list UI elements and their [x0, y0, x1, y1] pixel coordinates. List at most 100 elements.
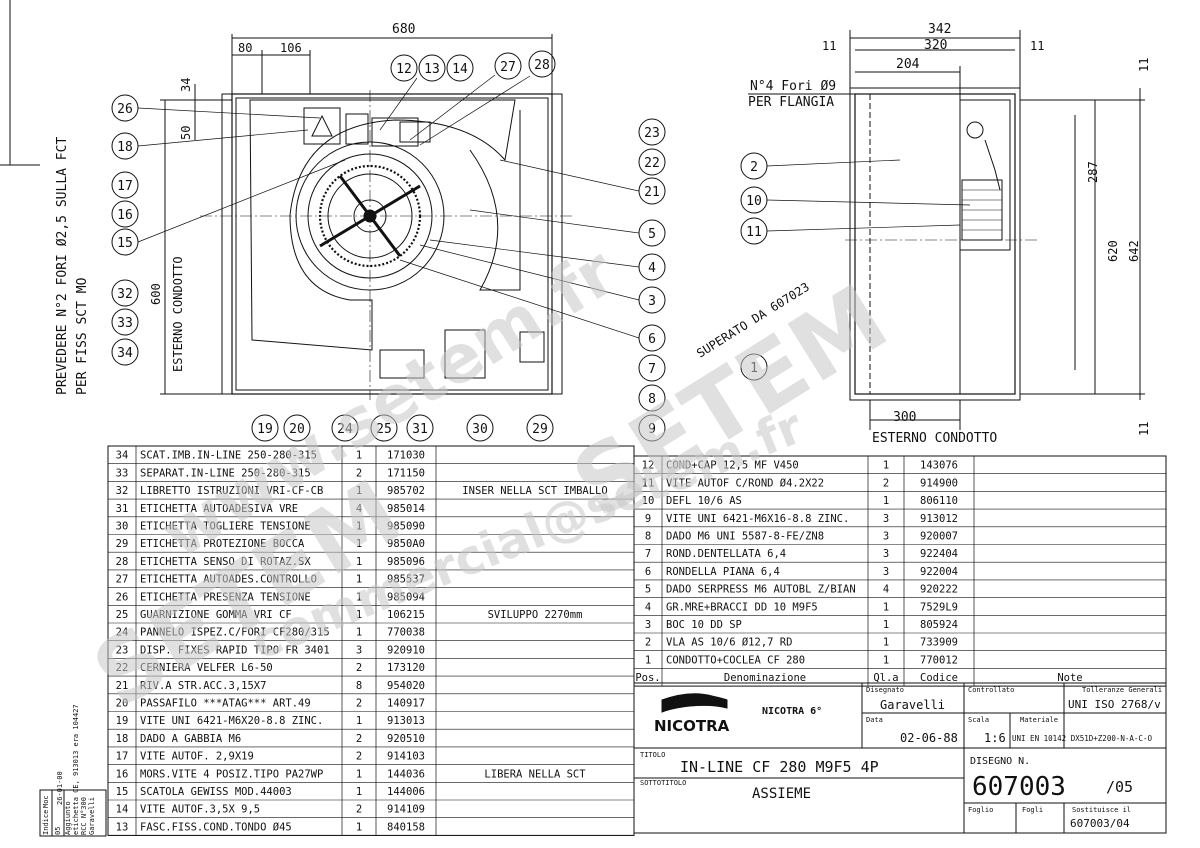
bom-qty: 1 — [356, 786, 362, 798]
drawn-label: Disegnato — [866, 686, 904, 694]
bom-desc: PANNELO ISPEZ.C/FORI CF280/315 — [140, 627, 330, 639]
balloon-25-label: 25 — [376, 422, 392, 437]
bom-qty: 1 — [883, 601, 889, 613]
bom-desc: FASC.FISS.COND.TONDO Ø45 — [140, 821, 292, 833]
bom-header-note: Note — [1057, 672, 1082, 684]
bom-code: 914103 — [387, 751, 425, 763]
balloon-24-label: 24 — [337, 422, 353, 437]
bom-pos: 16 — [116, 768, 129, 780]
revision-index-header: Indice — [42, 810, 50, 835]
bom-desc: DEFL 10/6 AS — [666, 495, 742, 507]
bom-code: 920510 — [387, 733, 425, 745]
bom-pos: 30 — [116, 521, 129, 533]
dim-600: 600 — [149, 283, 163, 305]
balloon-26: 26 — [111, 94, 139, 122]
dim-11-bottom: 11 — [1137, 422, 1151, 436]
bom-code: 914900 — [920, 477, 958, 489]
bom-qty: 2 — [356, 733, 362, 745]
bom-pos: 26 — [116, 591, 129, 603]
balloon-19-label: 19 — [257, 422, 273, 437]
balloon-16: 16 — [111, 200, 139, 228]
bom-pos: 32 — [116, 485, 129, 497]
bom-qty: 2 — [356, 751, 362, 763]
bom-desc: GR.MRE+BRACCI DD 10 M9F5 — [666, 601, 818, 613]
balloon-14-label: 14 — [452, 62, 468, 77]
revision-line-1: Aggiunto — [64, 801, 72, 835]
bom-code: 173120 — [387, 662, 425, 674]
balloon-21: 21 — [638, 177, 666, 205]
bom-code: 913012 — [920, 513, 958, 525]
revision-line-4: Garavelli — [88, 797, 96, 835]
balloon-28: 28 — [528, 50, 556, 78]
bom-pos: 2 — [645, 637, 651, 649]
balloon-side-1-label: 1 — [750, 361, 758, 376]
bom-qty: 1 — [356, 609, 362, 621]
bom-desc: CERNIERA VELFER L6-50 — [140, 662, 273, 674]
front-duct-label: ESTERNO CONDOTTO — [171, 256, 185, 372]
bom-qty: 1 — [356, 768, 362, 780]
balloon-13-label: 13 — [424, 62, 440, 77]
bom-code: 7529L9 — [920, 601, 958, 613]
bom-pos: 34 — [116, 450, 129, 462]
balloon-25: 25 — [370, 414, 398, 442]
bom-code: 922404 — [920, 548, 958, 560]
bom-code: 171030 — [387, 450, 425, 462]
balloon-side-11-label: 11 — [746, 225, 762, 240]
flange-holes-note: N°4 Fori Ø9 — [750, 79, 836, 94]
bom-qty: 1 — [883, 495, 889, 507]
bom-pos: 23 — [116, 644, 129, 656]
dim-overall-width: 680 — [392, 22, 415, 37]
bom-qty: 1 — [356, 450, 362, 462]
bom-desc: ETICHETTA TOGLIERE TENSIONE — [140, 521, 311, 533]
bom-code: 985014 — [387, 503, 425, 515]
bom-desc: VITE UNI 6421-M6X16-8.8 ZINC. — [666, 513, 849, 525]
balloon-3: 3 — [638, 286, 666, 314]
bom-desc: DADO M6 UNI 5587-8-FE/ZN8 — [666, 531, 824, 543]
balloon-17: 17 — [111, 171, 139, 199]
bom-code: 143076 — [920, 460, 958, 472]
balloon-28-label: 28 — [534, 58, 550, 73]
balloon-31: 31 — [406, 414, 434, 442]
bom-desc: CONDOTTO+COCLEA CF 280 — [666, 654, 805, 666]
bom-code: 914109 — [387, 804, 425, 816]
bom-desc: RONDELLA PIANA 6,4 — [666, 566, 780, 578]
bom-qty: 1 — [883, 460, 889, 472]
bom-desc: MORS.VITE 4 POSIZ.TIPO PA27WP — [140, 768, 323, 780]
drawing-subtitle: ASSIEME — [752, 786, 811, 802]
bom-desc: VLA AS 10/6 Ø12,7 RD — [666, 637, 792, 649]
bom-pos: 28 — [116, 556, 129, 568]
bom-desc: LIBRETTO ISTRUZIONI VRI-CF-CB — [140, 485, 323, 497]
balloon-22: 22 — [638, 148, 666, 176]
balloon-30: 30 — [466, 414, 494, 442]
bom-qty: 4 — [883, 584, 889, 596]
dim-11-right: 11 — [1030, 39, 1044, 53]
bom-desc: ETICHETTA AUTOADES.CONTROLLO — [140, 574, 317, 586]
bom-qty: 1 — [356, 627, 362, 639]
bom-code: 770038 — [387, 627, 425, 639]
bom-desc: ROND.DENTELLATA 6,4 — [666, 548, 786, 560]
dim-342: 342 — [928, 22, 951, 37]
bom-code: 770012 — [920, 654, 958, 666]
bom-qty: 3 — [883, 548, 889, 560]
balloon-15-label: 15 — [117, 236, 133, 251]
balloon-19: 19 — [251, 414, 279, 442]
bom-pos: 10 — [642, 495, 655, 507]
side-view — [845, 30, 1145, 430]
bom-code: 840158 — [387, 821, 425, 833]
date-value: 02-06-88 — [900, 731, 958, 745]
bom-code: 985537 — [387, 574, 425, 586]
balloon-4: 4 — [638, 253, 666, 281]
date-label: Data — [866, 716, 883, 724]
bom-code: 922004 — [920, 566, 958, 578]
balloon-34-label: 34 — [117, 346, 133, 361]
bom-qty: 1 — [883, 619, 889, 631]
tolerance-value: UNI ISO 2768/v — [1068, 698, 1161, 711]
bom-qty: 2 — [356, 467, 362, 479]
bom-desc: SCATOLA GEWISS MOD.44003 — [140, 786, 292, 798]
replaces-value: 607003/04 — [1070, 817, 1130, 830]
bom-pos: 29 — [116, 538, 129, 550]
title-block — [633, 682, 1167, 834]
balloon-8-label: 8 — [648, 392, 656, 407]
bom-code: 985096 — [387, 556, 425, 568]
